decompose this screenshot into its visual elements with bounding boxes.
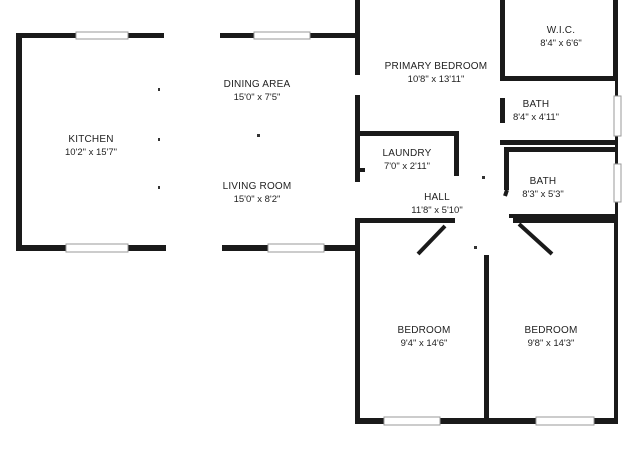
- wall-laundry-east: [454, 131, 459, 176]
- windows: [65, 31, 622, 426]
- marker: [474, 246, 477, 249]
- room-dim-dining-area: 15'0" x 7'5": [234, 92, 281, 103]
- room-name-bedroom-2: BEDROOM: [524, 325, 577, 336]
- wall-spine-mid: [355, 95, 360, 182]
- room-name-dining-area: DINING AREA: [224, 79, 291, 90]
- wall-east-mid: [615, 80, 618, 230]
- window-dining-top: [253, 31, 311, 40]
- wall-bedroom1-top: [355, 218, 455, 223]
- wall-bedroom2-top: [513, 218, 618, 223]
- room-name-hall: HALL: [424, 192, 450, 203]
- marker: [158, 138, 160, 141]
- wall-bath2-top: [504, 147, 618, 152]
- window-bath2-east: [613, 163, 622, 203]
- room-dim-laundry: 7'0" x 2'11": [384, 161, 430, 172]
- wall-bath2-west: [504, 147, 509, 190]
- wall-east-upper: [613, 0, 618, 80]
- doors: [416, 189, 554, 256]
- wall-south-right: [355, 418, 618, 424]
- room-dim-primary-bedroom: 10'8" x 13'11": [408, 74, 465, 85]
- window-bath1-east: [613, 95, 622, 137]
- marker: [158, 88, 160, 91]
- room-name-laundry: LAUNDRY: [382, 148, 431, 159]
- wall-spine-lower: [355, 220, 360, 424]
- marker: [257, 134, 260, 137]
- wall-bedroom-partition: [484, 255, 489, 423]
- wall-wic-west: [500, 0, 505, 80]
- wall-left-wing-west: [16, 33, 22, 251]
- marker: [158, 186, 160, 189]
- window-kitchen-top: [75, 31, 129, 40]
- room-name-primary-bedroom: PRIMARY BEDROOM: [385, 61, 488, 72]
- door-bedroom1: [416, 224, 447, 256]
- wall-bath1-west: [500, 98, 505, 123]
- walls: [16, 0, 618, 424]
- marker: [482, 176, 485, 179]
- wall-bath2-bottom: [509, 214, 618, 218]
- wall-east-lower: [614, 222, 618, 424]
- window-bedroom2-bottom: [535, 416, 595, 426]
- room-name-bath-1: BATH: [523, 99, 550, 110]
- room-name-bedroom-1: BEDROOM: [397, 325, 450, 336]
- room-name-kitchen: KITCHEN: [68, 134, 113, 145]
- room-name-bath-2: BATH: [530, 176, 557, 187]
- room-dim-bedroom-1: 9'4" x 14'6": [401, 338, 448, 349]
- door-bedroom2: [517, 222, 554, 256]
- wall-laundry-top: [355, 131, 459, 136]
- window-kitchen-bottom: [65, 243, 129, 253]
- window-living-bottom: [267, 243, 325, 253]
- room-dim-bedroom-2: 9'8" x 14'3": [528, 338, 575, 349]
- room-dim-kitchen: 10'2" x 15'7": [65, 147, 117, 158]
- wall-bath1-bottom: [500, 140, 618, 145]
- room-dim-hall: 11'8" x 5'10": [411, 205, 462, 216]
- wall-spine-upper: [355, 0, 360, 75]
- wall-wic-bottom: [500, 76, 618, 81]
- room-dim-living-room: 15'0" x 8'2": [234, 194, 281, 205]
- room-name-wic: W.I.C.: [547, 25, 575, 36]
- room-name-living-room: LIVING ROOM: [223, 181, 292, 192]
- door-bath2: [503, 189, 509, 197]
- window-bedroom1-bottom: [383, 416, 441, 426]
- room-dim-bath-1: 8'4" x 4'11": [513, 112, 559, 123]
- room-dim-wic: 8'4" x 6'6": [540, 38, 582, 49]
- wall-laundry-west-stub: [355, 168, 365, 172]
- markers: [158, 88, 485, 249]
- room-labels: KITCHEN 10'2" x 15'7" DINING AREA 15'0" …: [65, 25, 582, 349]
- room-dim-bath-2: 8'3" x 5'3": [522, 189, 564, 200]
